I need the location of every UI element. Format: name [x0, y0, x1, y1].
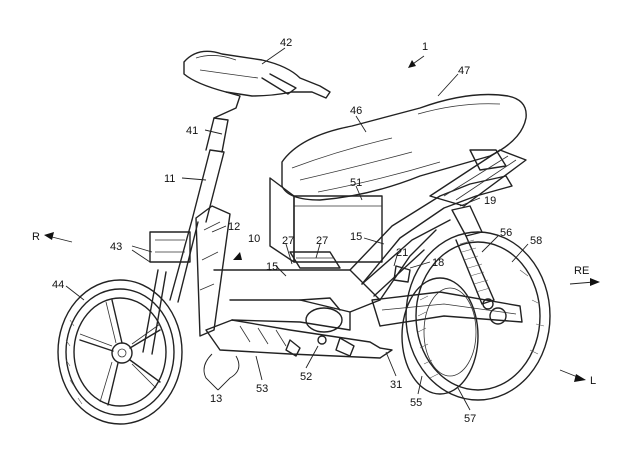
label-13: 13 [210, 393, 222, 405]
rear-shock-absorber [451, 205, 495, 310]
label-21: 21 [396, 247, 408, 259]
seat [281, 93, 527, 201]
label-1: 1 [422, 41, 428, 53]
center-frame-pipes [349, 175, 513, 301]
leader-lines [65, 47, 529, 411]
front-frame [195, 205, 231, 337]
direction-l: L [590, 375, 596, 387]
main-frame [205, 269, 393, 359]
swing-arm [371, 291, 523, 327]
label-10: 10 [248, 233, 260, 245]
label-56: 56 [500, 227, 512, 239]
label-43: 43 [110, 241, 122, 253]
label-19: 19 [484, 195, 496, 207]
label-55: 55 [410, 397, 422, 409]
label-12: 12 [228, 221, 240, 233]
label-46: 46 [350, 105, 362, 117]
reference-numerals: 1 42 47 46 41 11 51 19 12 10 27 27 15 15… [32, 37, 596, 425]
label-15b: 15 [350, 231, 362, 243]
label-53: 53 [256, 383, 268, 395]
rear-wheel [401, 231, 551, 401]
label-18: 18 [432, 257, 444, 269]
label-52: 52 [300, 371, 312, 383]
direction-r: R [32, 231, 40, 243]
label-42: 42 [280, 37, 292, 49]
direction-arrows [44, 55, 600, 382]
rear-carrier [429, 149, 527, 207]
front-fork [142, 91, 241, 355]
label-11: 11 [164, 173, 175, 185]
label-41: 41 [186, 125, 198, 137]
direction-re: RE [574, 265, 589, 277]
label-15a: 15 [266, 261, 278, 273]
label-31: 31 [390, 379, 402, 391]
handlebar [183, 50, 331, 99]
label-27a: 27 [282, 235, 294, 247]
front-wheel [57, 279, 183, 425]
label-27b: 27 [316, 235, 328, 247]
label-57: 57 [464, 413, 476, 425]
label-58: 58 [530, 235, 542, 247]
label-44: 44 [52, 279, 64, 291]
label-51: 51 [350, 177, 362, 189]
label-47: 47 [458, 65, 470, 77]
